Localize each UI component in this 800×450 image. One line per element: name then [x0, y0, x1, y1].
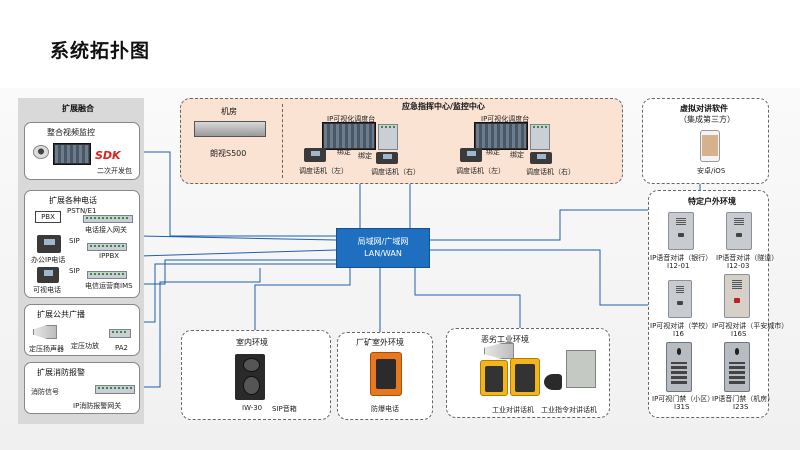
dispatch-phone-right-icon-1 [376, 152, 398, 164]
video-monitor-box: 整合视频监控 SDK 二次开发包 [24, 122, 140, 180]
community-door-station-model: I31S [674, 403, 690, 411]
machine-room-header: 机房 [221, 107, 237, 116]
bind-label-4: 绑定 [510, 151, 524, 159]
fire-signal-label: 消防信号 [31, 388, 59, 396]
office-phone-label: 办公IP电话 [31, 256, 66, 264]
dispatch-phone-left-icon-1 [304, 148, 326, 162]
virtual-intercom-sub: （集成第三方） [679, 115, 735, 124]
factory-header: 厂矿室外环境 [356, 338, 404, 347]
gateway-device-icon [83, 215, 133, 223]
outdoor-header: 特定户外环境 [688, 197, 736, 206]
ippbx-device-icon [87, 243, 127, 251]
industrial-command-intercom-icon [566, 350, 596, 388]
amp-label: 定压功放 [71, 342, 99, 350]
broadcast-box: 扩展公共广播 定压扬声器 定压功放 PA2 [24, 304, 140, 356]
horn-speaker-icon [33, 325, 57, 339]
amplifier-icon [109, 329, 131, 338]
pbx-box: PBX [35, 211, 61, 223]
school-intercom-label: IP可视对讲（学校） [650, 322, 713, 330]
dispatch-wall-label-1: IP可视化调度台 [327, 115, 376, 123]
server-rack-icon-2 [530, 124, 550, 150]
pa-label: PA2 [115, 344, 129, 352]
virtual-intercom-header: 虚拟对讲软件 [680, 104, 728, 113]
dispatch-wall-icon-1 [322, 122, 376, 150]
office-phone-icon [37, 235, 61, 253]
server-icon [194, 121, 266, 137]
tunnel-intercom-model: I12-03 [727, 262, 750, 270]
industrial-phone-label: 工业对讲话机 [492, 406, 534, 414]
ims-label: 电信运营商IMS [85, 282, 133, 290]
dispatch-phone-left-label-2: 调度话机（左） [456, 167, 505, 175]
pstn-label: PSTN/E1 [67, 207, 97, 215]
phone-expansion-box: 扩展各种电话 PBX PSTN/E1 电话接入网关 SIP 办公IP电话 IPP… [24, 190, 140, 298]
safe-city-intercom-label: IP可视对讲（平安城市） [712, 322, 789, 330]
gateway-label: 电话接入网关 [85, 226, 127, 234]
community-door-station-icon [666, 342, 692, 392]
dispatch-phone-right-icon-2 [530, 152, 552, 164]
sip-speaker-model: IW-30 [242, 404, 263, 412]
explosion-proof-phone-label: 防爆电话 [371, 405, 399, 413]
dispatch-phone-left-label-1: 调度话机（左） [299, 167, 348, 175]
dispatch-wall-icon-2 [474, 122, 528, 150]
dispatch-phone-right-label-1: 调度话机（右） [371, 168, 420, 176]
sdk-label: SDK [95, 149, 121, 162]
video-wall-icon [53, 143, 91, 165]
phone-expansion-header: 扩展各种电话 [49, 196, 97, 205]
explosion-proof-phone-icon [370, 352, 402, 396]
page-title: 系统拓扑图 [50, 40, 151, 62]
school-intercom-model: I16 [673, 330, 684, 338]
bind-label-1: 绑定 [337, 148, 351, 156]
video-monitor-header: 整合视频监控 [47, 128, 95, 137]
dome-camera-icon [33, 145, 49, 159]
sip-label-2: SIP [69, 267, 80, 275]
sip-speaker-icon [235, 354, 265, 400]
industrial-command-intercom-label: 工业指令对讲话机 [541, 406, 597, 414]
school-intercom-icon [668, 280, 692, 318]
fire-alarm-header: 扩展消防报警 [37, 368, 85, 377]
bind-label-2: 绑定 [358, 152, 372, 160]
bank-intercom-model: I12-01 [667, 262, 690, 270]
harsh-header: 恶劣工业环境 [481, 335, 529, 344]
dispatch-wall-label-2: IP可视化调度台 [481, 115, 530, 123]
video-phone-icon [37, 267, 59, 283]
expansion-header: 扩展融合 [62, 104, 94, 113]
machine-room-door-station-label: IP语音门禁（机房） [712, 395, 775, 403]
sip-label-1: SIP [69, 237, 80, 245]
video-phone-label: 可视电话 [33, 286, 61, 294]
tunnel-intercom-label: IP语音对讲（隧道） [716, 254, 779, 262]
ims-device-icon [87, 271, 127, 279]
ippbx-label: IPPBX [99, 252, 120, 260]
industrial-phone-icon-2 [510, 358, 540, 396]
bank-intercom-icon [668, 212, 694, 250]
community-door-station-label: IP可视门禁（小区） [652, 395, 715, 403]
dispatch-phone-right-label-2: 调度话机（右） [526, 168, 575, 176]
server-rack-icon-1 [378, 124, 398, 150]
command-center-divider [282, 104, 283, 178]
fire-gateway-icon [95, 385, 135, 394]
command-center-header: 应急指挥中心/监控中心 [402, 102, 485, 111]
sdk-sub-label: 二次开发包 [97, 167, 132, 175]
broadcast-header: 扩展公共广播 [37, 310, 85, 319]
network-label-1: 局域网/广域网 [357, 237, 409, 246]
tunnel-intercom-icon [726, 212, 752, 250]
machine-room-door-station-model: I23S [733, 403, 749, 411]
server-label: 朗视S500 [210, 149, 247, 158]
bind-label-3: 绑定 [486, 148, 500, 156]
indoor-header: 室内环境 [236, 338, 268, 347]
machine-room-door-station-icon [724, 342, 750, 392]
dispatch-phone-left-icon-2 [460, 148, 482, 162]
mobile-device-icon [700, 130, 720, 162]
industrial-siren-icon [544, 374, 562, 390]
safe-city-intercom-model: I16S [731, 330, 747, 338]
mobile-device-label: 安卓/iOS [697, 167, 726, 175]
industrial-phone-icon-1 [480, 360, 508, 396]
bank-intercom-label: IP语音对讲（银行） [650, 254, 713, 262]
fire-alarm-box: 扩展消防报警 消防信号 IP消防报警网关 [24, 362, 140, 414]
network-box: 局域网/广域网 LAN/WAN [336, 228, 430, 268]
network-label-2: LAN/WAN [364, 249, 402, 258]
horn-label: 定压扬声器 [29, 345, 64, 353]
fire-gateway-label: IP消防报警网关 [73, 402, 122, 410]
safe-city-intercom-icon [724, 274, 750, 318]
sip-speaker-name: SIP音箱 [272, 405, 297, 413]
